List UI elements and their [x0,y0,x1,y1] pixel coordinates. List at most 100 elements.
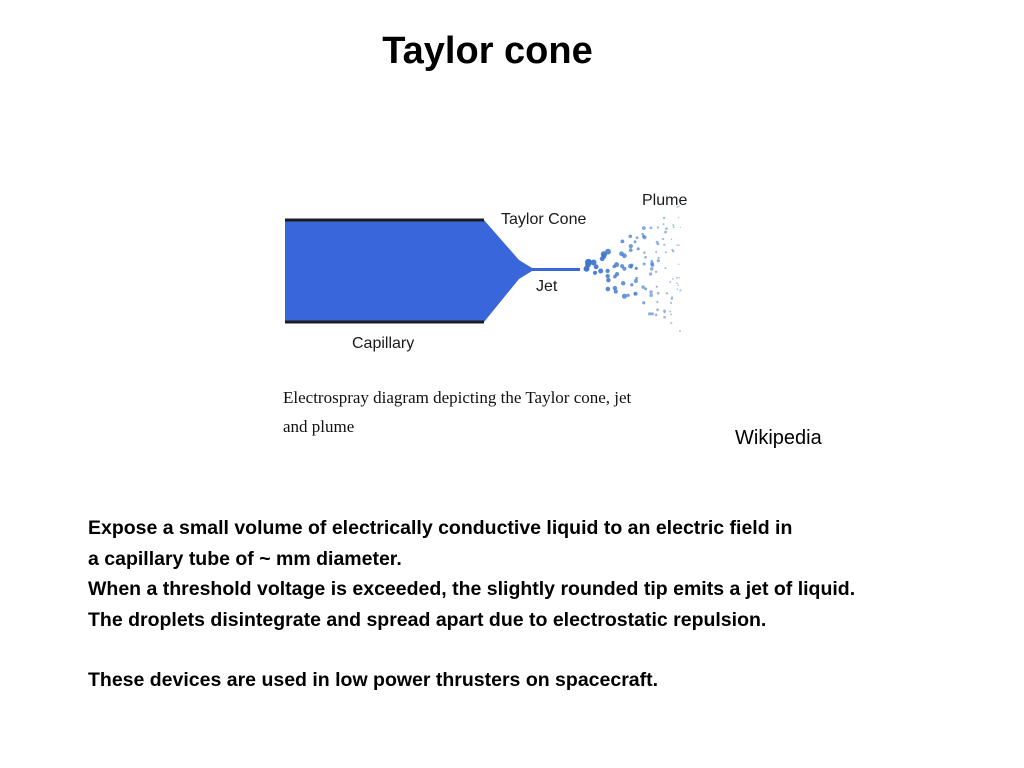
droplet [678,276,681,279]
droplet [612,285,618,291]
droplet [656,308,659,312]
droplet [676,282,679,285]
body-line: When a threshold voltage is exceeded, th… [88,578,856,600]
droplet [679,226,682,228]
droplet [671,296,674,299]
taylor-cone-label: Taylor Cone [501,211,587,228]
droplet [633,240,637,244]
droplet [664,251,667,254]
jet-label: Jet [536,278,558,295]
droplet [599,256,605,262]
droplet [650,262,654,266]
droplet [641,226,646,230]
droplet [677,284,680,287]
droplet [592,270,598,275]
droplet [642,262,646,266]
droplet [650,259,654,263]
droplet [635,236,639,240]
body-line: The droplets disintegrate and spread apa… [88,608,767,631]
droplet [656,226,659,229]
droplet [649,293,654,298]
droplet [641,285,645,289]
droplet [669,301,673,305]
droplet [671,248,674,251]
droplet [605,286,611,292]
droplet [636,247,640,251]
droplet [584,258,592,266]
droplet [657,256,660,260]
electrospray-diagram-graphic [285,205,682,332]
droplet [656,291,660,295]
droplet [662,223,665,226]
droplet [644,256,647,259]
figure-caption-line: Electrospray diagram depicting the Taylo… [283,388,632,407]
body-line: Expose a small volume of electrically co… [88,517,793,539]
droplet [672,249,675,253]
figure-caption-line: and plume [283,417,355,436]
droplet [670,238,673,240]
droplet [622,266,627,271]
closing-line: These devices are used in low power thru… [88,669,659,691]
droplet [679,289,682,292]
plume-label: Plume [642,192,688,209]
droplet [633,278,639,284]
droplet [642,301,646,305]
droplet [628,234,633,239]
droplet [620,264,625,269]
droplet [656,259,660,263]
jet-stream [530,268,580,271]
droplet [649,226,653,230]
droplet [605,268,610,274]
body-line: a capillary tube of ~ mm diameter. [88,547,402,570]
paragraph-gap [88,635,855,665]
droplet [670,321,673,324]
droplet [649,272,653,276]
droplet [630,283,634,287]
droplet [593,264,599,270]
droplet [655,285,658,288]
droplet [613,274,617,279]
electrospray-diagram: Taylor Cone Plume Jet Capillary Electros… [274,180,714,452]
source-credit: Wikipedia [735,427,822,449]
droplet [614,262,620,268]
droplet [678,329,682,332]
droplet [676,244,679,247]
droplet [670,297,674,300]
droplet [649,267,654,271]
capillary-tube [285,220,532,322]
droplet [669,310,672,313]
droplet [621,293,627,299]
slide-title: Taylor cone [382,30,593,72]
plume-droplets [583,205,682,332]
droplet [671,278,674,280]
droplet [620,239,625,244]
droplet [598,268,604,274]
droplet [626,293,630,297]
droplet [633,291,638,296]
droplet [663,309,666,313]
droplet [649,290,653,294]
droplet [635,266,638,270]
droplet [628,248,633,252]
body-text: Expose a small volume of electrically co… [88,513,855,696]
capillary-label: Capillary [352,335,415,352]
droplet [606,277,611,283]
droplet [656,242,660,246]
droplet [642,235,647,240]
droplet [635,276,638,280]
droplet [662,216,666,220]
droplet [654,270,658,273]
droplet [669,280,672,283]
droplet [629,265,633,269]
droplet [677,216,680,219]
droplet [590,259,597,266]
droplet [678,244,680,246]
droplet [655,251,658,254]
droplet [677,205,680,208]
droplet [622,253,627,259]
droplet [661,237,665,241]
droplet [676,276,679,279]
droplet [613,289,618,294]
droplet [665,227,668,230]
droplet [643,251,646,254]
